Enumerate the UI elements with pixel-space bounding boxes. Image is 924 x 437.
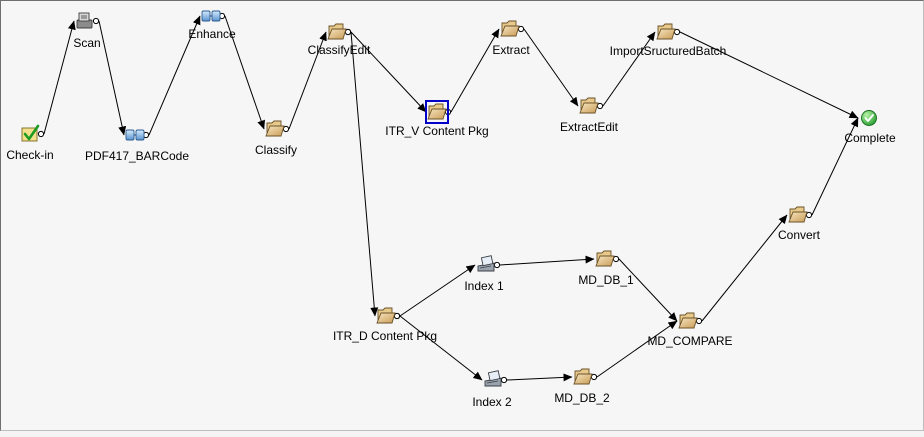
workflow-node-mddb1[interactable]: MD_DB_1 [578,250,634,287]
workflow-node-complete[interactable]: Complete [844,110,896,146]
output-port[interactable] [596,102,604,110]
node-label: Extract [492,43,530,57]
workflow-connector[interactable] [695,214,788,325]
folder-icon [500,20,520,37]
workflow-connector[interactable] [590,320,678,381]
folder-icon [678,312,698,329]
workflow-node-itrd[interactable]: ITR_D Content Pkg [333,307,437,343]
workflow-connector[interactable] [500,373,573,384]
index-station-icon [484,370,502,387]
workflow-connector[interactable] [393,312,483,381]
workflow-node-scan[interactable]: Scan [73,12,101,50]
workflow-node-index1[interactable]: Index 1 [464,255,504,293]
output-port[interactable] [612,255,620,263]
process-module-icon [125,129,145,141]
workflow-connector[interactable] [344,28,427,113]
workflow-connector[interactable] [218,12,266,130]
node-label: MD_DB_2 [554,391,610,405]
folder-icon [595,250,615,267]
workflow-connector[interactable] [344,28,379,317]
index-station-icon [477,255,495,272]
node-label: Check-in [6,148,53,162]
workflow-connector[interactable] [37,20,76,138]
output-port[interactable] [805,211,813,219]
folder-icon [656,23,676,40]
folder-icon [573,368,593,385]
process-module-icon [201,10,221,22]
node-label: ExtractEdit [560,120,619,134]
workflow-connector[interactable] [393,264,476,320]
folder-icon [579,97,599,114]
workflow-node-checkin[interactable]: Check-in [6,124,54,162]
checkin-icon [21,124,40,142]
node-label: ImportSructuredBatch [610,44,727,58]
output-port[interactable] [282,125,290,133]
node-label: Complete [844,131,896,145]
scanner-icon [76,12,93,29]
node-label: ITR_D Content Pkg [333,329,437,343]
output-port[interactable] [517,25,525,33]
workflow-node-classify[interactable]: Classify [255,120,297,157]
workflow-node-classifyedit[interactable]: ClassifyEdit [308,23,371,57]
workflow-node-pdf417[interactable]: PDF417_BARCode [85,129,189,163]
selection-box [425,100,449,124]
workflow-node-index2[interactable]: Index 2 [472,370,512,409]
workflow-node-import[interactable]: ImportSructuredBatch [610,23,727,58]
node-label: Classify [255,143,297,157]
output-port[interactable] [393,312,401,320]
node-label: Scan [73,36,100,50]
workflow-connector[interactable] [596,31,656,110]
workflow-node-itrv[interactable]: ITR_V Content Pkg [385,100,489,138]
node-label: Index 2 [472,395,512,409]
output-port[interactable] [695,317,703,325]
workflow-node-convert[interactable]: Convert [778,206,821,242]
workflow-node-enhance[interactable]: Enhance [188,10,236,41]
node-label: ITR_V Content Pkg [385,124,488,138]
node-label: ClassifyEdit [308,43,371,57]
folder-icon [327,23,347,40]
workflow-connector[interactable] [517,25,579,107]
workflow-connector[interactable] [673,28,859,119]
output-port[interactable] [590,373,598,381]
output-port[interactable] [344,28,352,36]
workflow-connector[interactable] [142,15,201,139]
workflow-node-mdcompare[interactable]: MD_COMPARE [647,312,733,348]
folder-icon [265,120,285,137]
output-port[interactable] [92,17,100,25]
output-port[interactable] [673,28,681,36]
complete-check-icon [861,110,877,126]
workflow-node-mddb2[interactable]: MD_DB_2 [554,368,610,405]
workflow-connector[interactable] [612,255,678,322]
node-label: MD_DB_1 [578,273,634,287]
folder-icon [788,206,808,223]
folder-icon [427,103,447,120]
workflow-connector[interactable] [444,28,500,116]
workflow-connector[interactable] [92,17,127,136]
node-label: PDF417_BARCode [85,149,189,163]
node-label: Enhance [188,27,236,41]
output-port[interactable] [500,376,508,384]
output-port[interactable] [37,130,45,138]
workflow-node-extract[interactable]: Extract [492,20,530,57]
workflow-connector[interactable] [493,255,595,269]
node-label: MD_COMPARE [647,334,732,348]
node-label: Convert [778,228,821,242]
folder-icon [376,307,396,324]
output-port[interactable] [493,261,501,269]
node-label: Index 1 [464,279,504,293]
workflow-node-extractedit[interactable]: ExtractEdit [560,97,619,134]
